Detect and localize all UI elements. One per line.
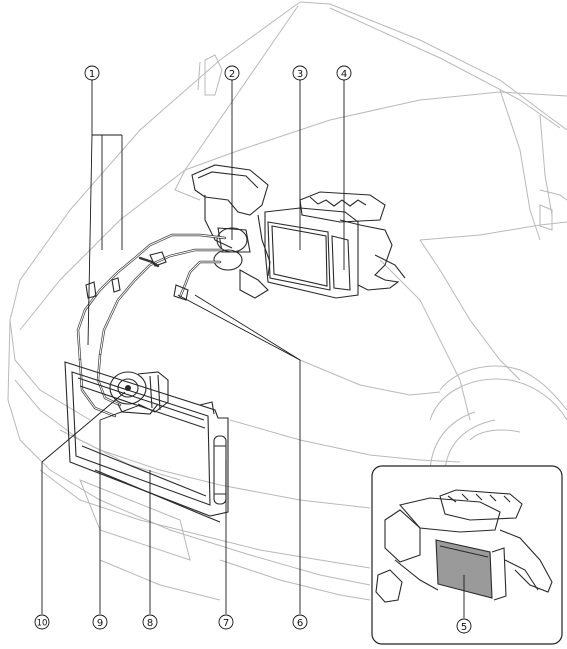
svg-text:1: 1 — [89, 69, 95, 80]
svg-text:8: 8 — [147, 618, 153, 629]
receiver-drier — [213, 435, 227, 505]
refrigerant-lines — [76, 233, 227, 418]
compressor — [109, 371, 169, 415]
heater-unit — [191, 164, 406, 299]
callout-8: 8 — [142, 614, 158, 630]
evaporator — [267, 221, 351, 291]
svg-text:10: 10 — [37, 619, 48, 629]
callout-9: 9 — [92, 614, 108, 630]
callout-7: 7 — [218, 614, 234, 630]
callout-5: 5 — [456, 618, 472, 634]
svg-text:4: 4 — [341, 69, 347, 80]
svg-text:9: 9 — [97, 618, 103, 629]
leader-lines — [41, 80, 465, 618]
svg-text:2: 2 — [229, 69, 235, 80]
svg-text:7: 7 — [223, 618, 229, 629]
svg-text:6: 6 — [297, 618, 303, 629]
callout-6: 6 — [292, 614, 308, 630]
condenser — [64, 361, 229, 523]
svg-text:3: 3 — [297, 69, 303, 80]
car-body-outline — [7, 1, 567, 601]
callout-1: 1 — [84, 65, 100, 81]
inset-detail — [371, 465, 563, 645]
callout-10: 10 — [34, 614, 50, 630]
callout-2: 2 — [224, 65, 240, 81]
callout-4: 4 — [336, 65, 352, 81]
callout-3: 3 — [292, 65, 308, 81]
svg-text:5: 5 — [461, 622, 467, 633]
